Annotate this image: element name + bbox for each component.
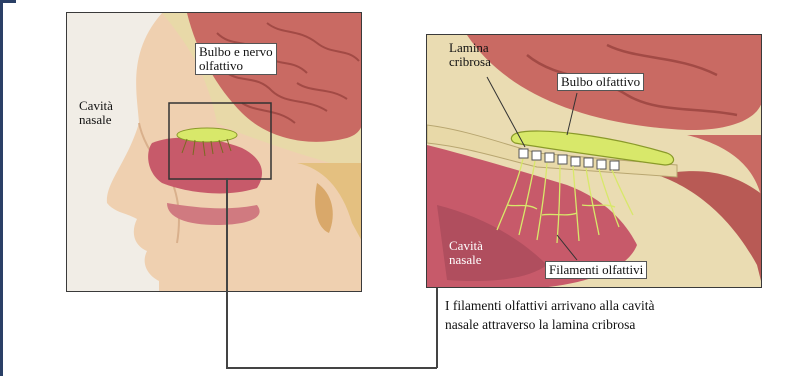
label-bulb-olfactory: Bulbo olfattivo <box>557 73 644 91</box>
frame-left-edge <box>0 0 3 376</box>
label-filaments: Filamenti olfattivi <box>545 261 647 279</box>
caption: I filamenti olfattivi arrivano alla cavi… <box>445 296 655 334</box>
connector-horizontal <box>226 367 437 369</box>
connector-vertical <box>226 178 228 368</box>
caption-line-1: I filamenti olfattivi arrivano alla cavi… <box>445 296 655 315</box>
label-bulb-nerve: Bulbo e nervo olfattivo <box>195 43 277 75</box>
label-nasal-cavity-left: Cavità nasale <box>79 99 113 127</box>
frame-top-tab <box>0 0 16 3</box>
connector-up <box>436 288 438 368</box>
caption-line-2: nasale attraverso la lamina cribrosa <box>445 315 655 334</box>
zoom-detail-panel: Lamina cribrosa Bulbo olfattivo Cavità n… <box>426 34 762 288</box>
label-lamina-cribrosa: Lamina cribrosa <box>449 41 491 69</box>
label-nasal-cavity-right: Cavità nasale <box>449 239 483 267</box>
olfactory-bulb-left <box>177 128 237 142</box>
head-profile-panel: Bulbo e nervo olfattivo Cavità nasale <box>66 12 362 292</box>
